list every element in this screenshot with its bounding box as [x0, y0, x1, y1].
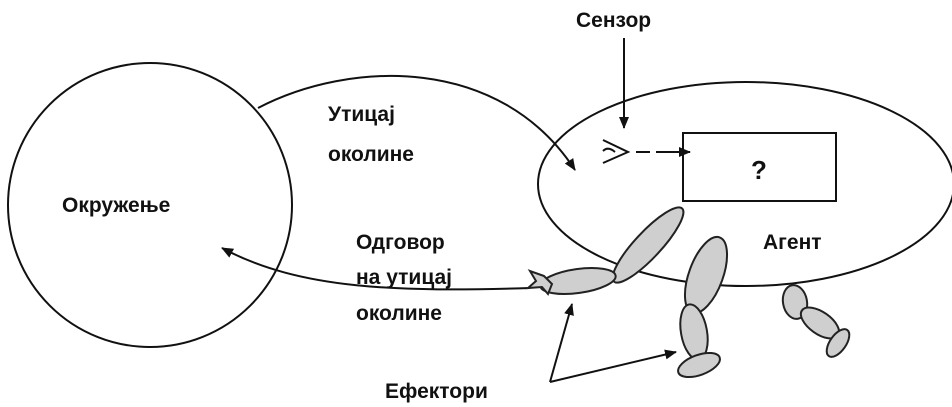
agent-label: Агент	[763, 231, 822, 254]
effector-arm	[528, 200, 692, 299]
environment-label: Окружење	[62, 194, 170, 217]
effector-pointer-leg	[550, 352, 676, 382]
effector-leg-front	[675, 232, 736, 382]
influence-arc	[258, 76, 575, 170]
agent-ellipse	[538, 82, 952, 286]
effector-leg-back	[780, 283, 854, 361]
response-label-line3: околине	[356, 302, 442, 325]
response-label-line2: на утицај	[356, 266, 452, 289]
effectors-label: Ефектори	[385, 380, 488, 403]
sensor-label: Сензор	[576, 9, 651, 32]
influence-label-line1: Утицај	[328, 103, 395, 126]
effector-pointer-arm	[550, 304, 572, 382]
question-mark: ?	[751, 155, 767, 185]
influence-label-line2: околине	[328, 143, 414, 166]
response-label-line1: Одговор	[356, 231, 445, 254]
sensor-eye-icon	[603, 140, 628, 163]
